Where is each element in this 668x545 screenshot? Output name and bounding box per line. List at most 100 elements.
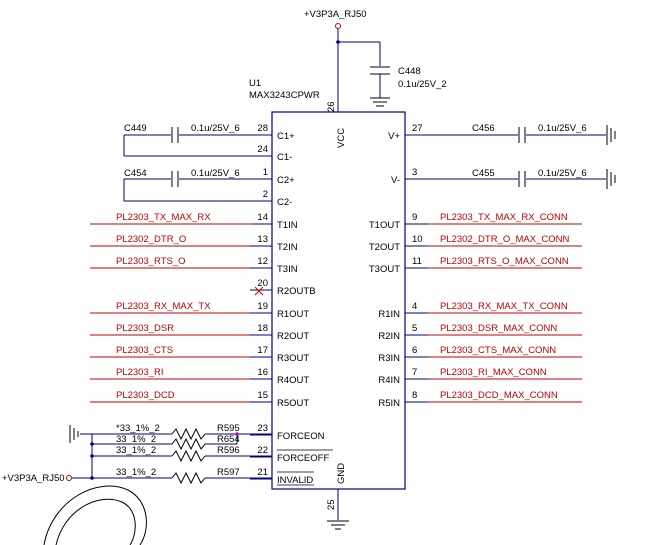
pin-number-left: 14 — [257, 212, 268, 223]
pin-number-right: 7 — [412, 367, 417, 378]
net-label-left: PL2303_TX_MAX_RX — [116, 212, 211, 223]
gnd-pin-num: 25 — [326, 499, 337, 510]
r654-body — [171, 437, 206, 451]
pin-name-right: R1IN — [378, 309, 400, 320]
pin-name-left: R3OUT — [277, 353, 309, 364]
r595-ref: R595 — [217, 423, 240, 434]
ic-ref: U1 — [249, 78, 261, 89]
pin-name-left: R2OUT — [277, 331, 309, 342]
power-net-top: +V3P3A_RJ50 — [304, 9, 367, 20]
pin-name-right: R2IN — [378, 331, 400, 342]
r597-value: 33_1%_2 — [116, 467, 156, 478]
pin-number-left: 28 — [257, 123, 268, 134]
net-label-right: PL2303_RX_MAX_TX_CONN — [440, 301, 568, 312]
c454-ref: C454 — [124, 168, 147, 179]
pin-name-right: T1OUT — [369, 220, 400, 231]
pin-name-left: T2IN — [277, 242, 298, 253]
pin-number-left: 20 — [257, 278, 268, 289]
gnd-pin-name: GND — [336, 463, 347, 484]
pin-number-right: 8 — [412, 390, 417, 401]
ground-symbol-c456 — [606, 125, 616, 145]
c455-value: 0.1u/25V_6 — [538, 168, 587, 179]
power-port-top — [335, 23, 341, 29]
c448-ref: C448 — [398, 66, 421, 77]
net-label-right: PL2303_RI_MAX_CONN — [440, 367, 547, 378]
pin-name-right: V- — [391, 175, 400, 186]
r597-body — [171, 471, 206, 485]
r654-value: 33_1%_2 — [116, 434, 156, 445]
c456-value: 0.1u/25V_6 — [538, 123, 587, 134]
pin-number-right: 27 — [412, 123, 423, 134]
net-label-right: PL2303_CTS_MAX_CONN — [440, 345, 556, 356]
pin-name-right: T2OUT — [369, 242, 400, 253]
pin-number-left: 24 — [257, 144, 268, 155]
power-port-left — [66, 475, 72, 481]
pin-number-left: 22 — [257, 445, 268, 456]
pin-name-left: FORCEON — [277, 431, 325, 442]
pin-number-left: 18 — [257, 323, 268, 334]
vcc-pin-num: 26 — [326, 101, 337, 112]
net-label-left: PL2303_CTS — [116, 345, 173, 356]
pin-name-left: R2OUTB — [277, 286, 316, 297]
pin-number-right: 5 — [412, 323, 417, 334]
board-outline-arc-inner — [55, 498, 136, 545]
pin-number-left: 16 — [257, 367, 268, 378]
ground-symbol-forceon — [69, 425, 79, 443]
r596-ref: R596 — [217, 445, 240, 456]
pin-number-right: 6 — [412, 345, 417, 356]
pin-name-left: INVALID — [277, 475, 313, 486]
pin-number-left: 13 — [257, 234, 268, 245]
pin-name-left: R5OUT — [277, 398, 309, 409]
pin-number-left: 19 — [257, 301, 268, 312]
no-connect-marker — [254, 286, 264, 296]
net-label-right: PL2303_TX_MAX_RX_CONN — [440, 212, 568, 223]
pin-number-right: 9 — [412, 212, 417, 223]
pin-name-left: FORCEOFF — [277, 453, 329, 464]
pin-name-left: C2- — [277, 197, 292, 208]
board-outline-arc — [43, 485, 147, 545]
right-net-group: PL2303_TX_MAX_RX_CONN PL2302_DTR_O_MAX_CO… — [428, 212, 582, 403]
ground-symbol-c455 — [606, 169, 616, 189]
pin-number-right: 4 — [412, 301, 417, 312]
net-label-left: PL2303_RI — [116, 367, 164, 378]
net-label-right: PL2303_DSR_MAX_CONN — [440, 323, 557, 334]
pin-number-left: 23 — [257, 423, 268, 434]
pin-number-left: 17 — [257, 345, 268, 356]
right-pin-group: 27V+3V-9T1OUT10T2OUT11T3OUT4R1IN5R2IN6R3… — [369, 123, 428, 409]
pin-name-left: R4OUT — [277, 375, 309, 386]
pin-name-left: R1OUT — [277, 309, 309, 320]
c454-value: 0.1u/25V_6 — [191, 168, 240, 179]
r597-ref: R597 — [217, 467, 240, 478]
net-label-left: PL2303_RTS_O — [116, 256, 186, 267]
c448-value: 0.1u/25V_2 — [398, 79, 447, 90]
vcc-pin-name: VCC — [336, 128, 347, 148]
r595-body — [171, 427, 206, 441]
c449-value: 0.1u/25V_6 — [191, 123, 240, 134]
r654-ref: R654 — [217, 434, 240, 445]
c455-ref: C455 — [472, 168, 495, 179]
net-label-left: PL2303_DSR — [116, 323, 174, 334]
net-label-right: PL2302_DTR_O_MAX_CONN — [440, 234, 569, 245]
r596-body — [171, 449, 206, 463]
pin-name-left: C1- — [277, 152, 292, 163]
pin-number-left: 12 — [257, 256, 268, 267]
ground-symbol-ic — [327, 520, 349, 530]
left-net-group: PL2303_TX_MAX_RX PL2302_DTR_O PL2303_RTS_O… — [90, 212, 250, 403]
net-label-left: PL2302_DTR_O — [116, 234, 186, 245]
pin-number-left: 2 — [263, 189, 268, 200]
pin-name-left: C2+ — [277, 175, 295, 186]
left-pin-group: 28C1+24C1-1C2+2C2-14T1IN13T2IN12T3IN20R2… — [250, 123, 333, 486]
net-label-left: PL2303_RX_MAX_TX — [116, 301, 211, 312]
pin-number-right: 3 — [412, 167, 417, 178]
ground-symbol-c448 — [370, 97, 390, 107]
pin-number-left: 21 — [257, 467, 268, 478]
pin-number-left: 15 — [257, 390, 268, 401]
pin-name-right: R5IN — [378, 398, 400, 409]
r595-value: *33_1%_2 — [116, 423, 160, 434]
pin-number-left: 1 — [263, 167, 268, 178]
c449-ref: C449 — [124, 123, 147, 134]
pin-name-right: R3IN — [378, 353, 400, 364]
pin-name-left: T3IN — [277, 264, 298, 275]
pin-number-right: 10 — [412, 234, 423, 245]
